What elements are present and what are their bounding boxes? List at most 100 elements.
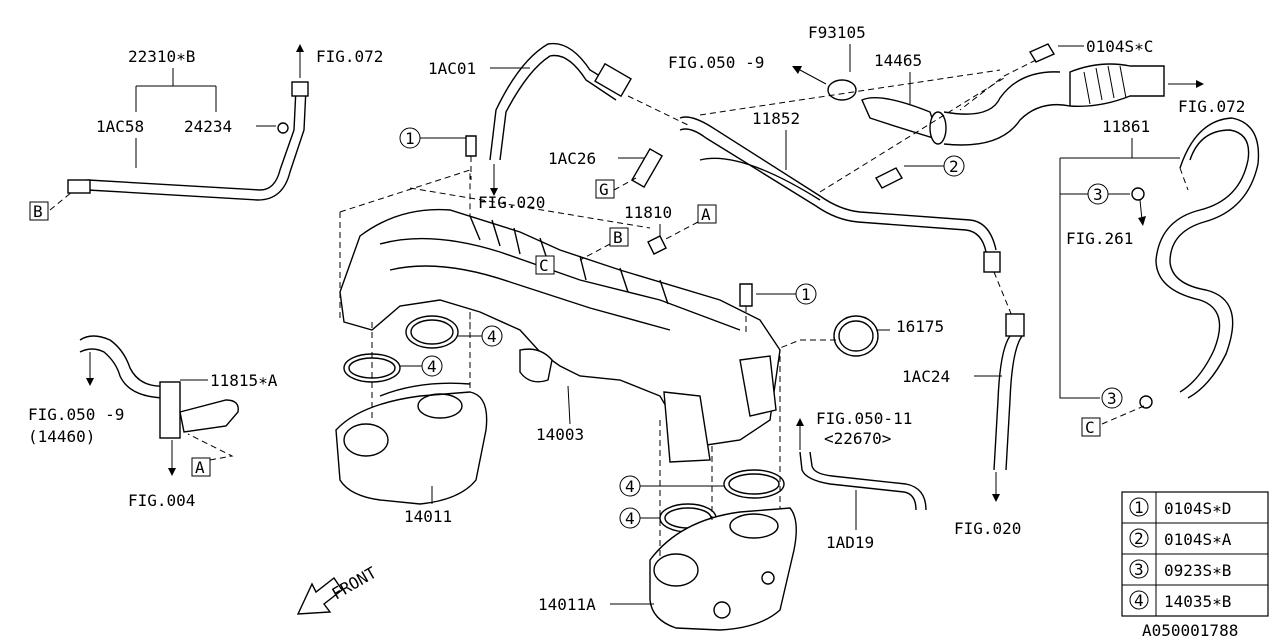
manifold-flange	[739, 355, 777, 417]
hose-fitting	[67, 179, 91, 194]
port-14011-rim	[379, 382, 471, 397]
label-11852: 11852	[752, 109, 800, 128]
label-1ac01: 1AC01	[428, 59, 476, 78]
dash-1ac24	[993, 271, 1013, 317]
label-fig004: FIG.004	[128, 491, 195, 510]
legend-key-2: 2	[1134, 529, 1144, 548]
arrow-fig261-icon	[1138, 216, 1146, 226]
bolt-1-top	[465, 135, 477, 157]
dash-14011a	[659, 356, 781, 560]
bracket-11861	[1059, 138, 1180, 399]
hose-clip-24234	[277, 122, 289, 134]
hose-11861-group: 11861 3 FIG.261 3 C	[1059, 117, 1260, 437]
label-fig072-top: FIG.072	[316, 47, 383, 66]
dash-duct-11852-b	[819, 77, 1005, 193]
legend-key-1-circle	[1129, 497, 1149, 517]
callout-2	[943, 155, 965, 177]
dash-c-right	[1101, 405, 1145, 425]
duct-14465	[861, 97, 942, 142]
callout-1-top-text: 1	[405, 129, 415, 148]
hose-11815a-outline	[79, 348, 169, 399]
label-fig261: FIG.261	[1066, 229, 1133, 248]
label-1ac26: 1AC26	[548, 149, 596, 168]
label-fig050-9-left: FIG.050 -9	[28, 405, 124, 424]
label-24234: 24234	[184, 117, 232, 136]
pcv-hose-outline	[71, 87, 307, 201]
callout-4-b	[421, 355, 443, 377]
ref-box-g	[595, 179, 615, 199]
hose-1ac01-group: 1AC01 FIG.020	[428, 42, 691, 212]
port-body-14011-shape	[335, 391, 488, 505]
legend-part-1: 0104S∗D	[1164, 499, 1231, 518]
ref-a-top-text: A	[701, 205, 711, 224]
dash-duct-11852	[699, 69, 1001, 116]
port-14011-bore-2	[417, 393, 463, 419]
dash-11861-top	[1179, 167, 1189, 191]
port-14011a-bore-2	[729, 513, 779, 539]
ref-b-manifold-text: B	[613, 228, 623, 247]
clamp-f93105	[827, 79, 857, 101]
valve-11815a-body	[159, 381, 181, 439]
hose-1ac01-end	[594, 62, 632, 98]
legend-key-2-circle	[1129, 528, 1149, 548]
connector-1ac26	[630, 147, 664, 189]
hose-1ac24	[993, 335, 1011, 471]
label-14460: (14460)	[28, 427, 95, 446]
callout-4-b-text: 4	[427, 357, 437, 376]
port-body-14011a: 14011A	[538, 356, 797, 631]
valve-11815a-group: FIG.050 -9 (14460) 11815∗A FIG.004 A	[28, 335, 278, 510]
pcv-hose	[71, 87, 297, 191]
duct-tube-top	[943, 71, 1061, 115]
hose-end-fitting	[291, 81, 309, 97]
legend-part-3: 0923S∗B	[1164, 561, 1231, 580]
hose-1ac24-end	[1005, 313, 1025, 337]
label-22670: <22670>	[824, 429, 891, 448]
legend-key-4-circle	[1129, 590, 1149, 610]
dash-16175	[769, 339, 836, 353]
label-16175: 16175	[896, 317, 944, 336]
hose-1ad19-group: 1AD19 FIG.050-11 <22670>	[796, 409, 927, 552]
label-14011: 14011	[404, 507, 452, 526]
label-1ac58: 1AC58	[96, 117, 144, 136]
callout-1-right-text: 1	[801, 285, 811, 304]
ref-a-left-text: A	[195, 458, 205, 477]
dash-b-left	[49, 191, 73, 211]
label-fig020-right: FIG.020	[954, 519, 1021, 538]
legend-key-4: 4	[1134, 591, 1144, 610]
hose-11815a	[79, 335, 167, 387]
port-14011a-hole	[713, 601, 731, 619]
ref-box-c-manifold	[535, 255, 555, 275]
manifold-sensor	[519, 348, 553, 383]
clip-3-top	[1131, 187, 1145, 201]
hose-11852-end	[983, 251, 1001, 273]
pcv-hose-assembly-group: 22310∗B 1AC58 24234 FIG.072 B	[29, 44, 383, 221]
arrow-fig261-shaft	[1139, 199, 1143, 221]
label-1ac24: 1AC24	[902, 367, 950, 386]
connector-group: 1AC26 G 11810 A	[548, 147, 717, 255]
hose-11861	[1155, 129, 1250, 393]
gasket-16175	[833, 315, 879, 357]
arrow-down-icon-fig050-9	[86, 378, 94, 386]
ref-box-b-left	[29, 201, 49, 221]
dash-a-left	[187, 433, 234, 461]
callout-4-a-text: 4	[487, 327, 497, 346]
manifold-runner-top	[379, 237, 741, 331]
diagram-id: A050001788	[1142, 621, 1238, 640]
gasket-16175-inner	[838, 320, 874, 352]
dash-a-top	[663, 221, 699, 241]
port-14011a-hole-2	[761, 571, 775, 585]
callout-3-bottom-text: 3	[1107, 389, 1117, 408]
hose-11852-group: 11852 2	[679, 69, 1005, 273]
hose-1ac01-outline	[499, 54, 617, 161]
callout-3-top-text: 3	[1093, 185, 1103, 204]
label-22310b: 22310∗B	[128, 47, 195, 66]
duct-ring	[929, 111, 947, 145]
ref-box-b-manifold	[609, 227, 629, 247]
port-body-14011: 14011	[335, 312, 488, 526]
callout-4-d	[619, 507, 641, 529]
label-front: FRONT	[329, 563, 381, 604]
arrow-right-icon	[1196, 80, 1204, 88]
manifold-port	[663, 391, 711, 463]
ref-c-manifold-text: C	[539, 256, 549, 275]
callout-1-right	[795, 283, 817, 305]
